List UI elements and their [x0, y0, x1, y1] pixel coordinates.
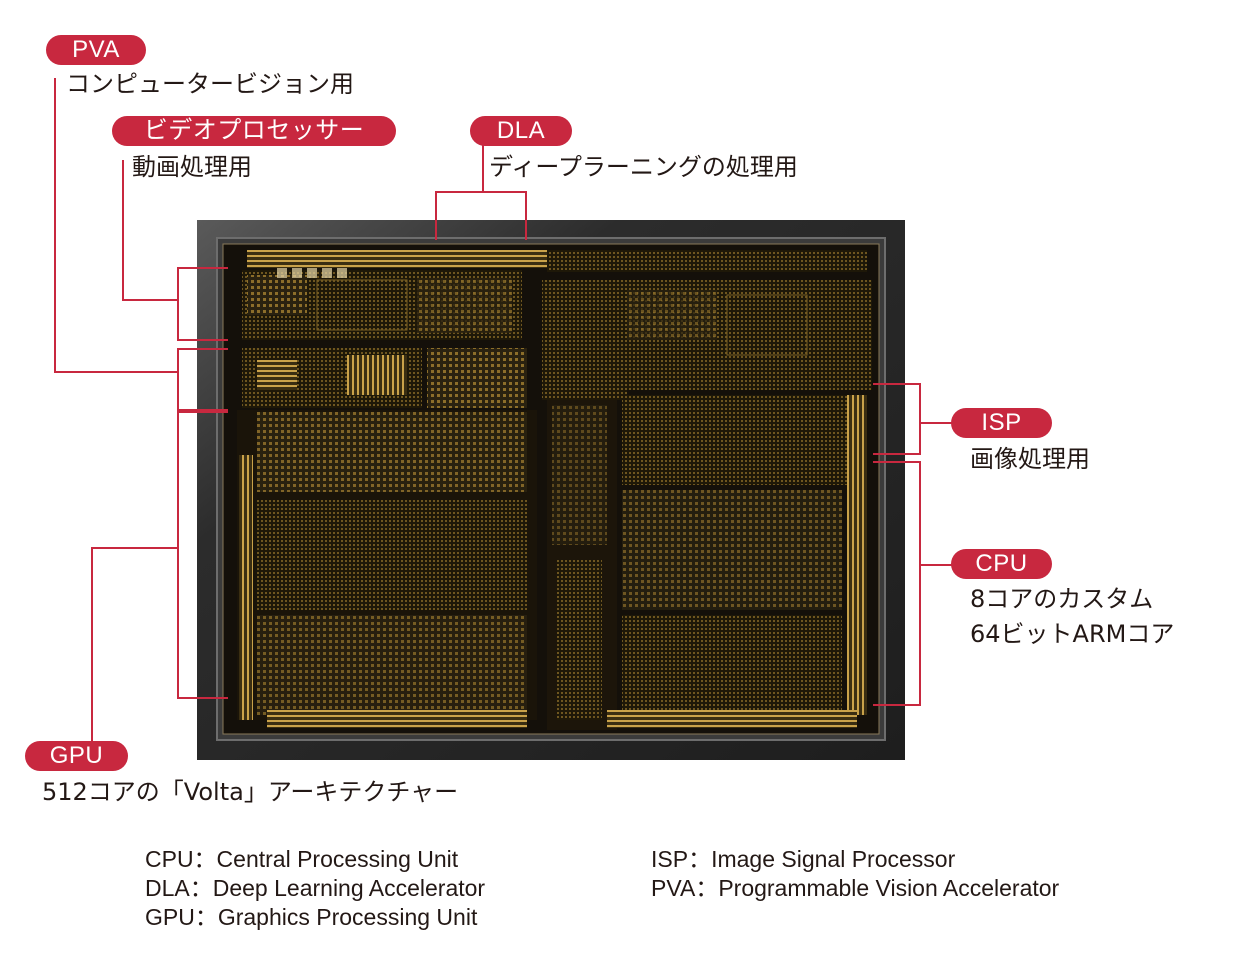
cpu-bracket — [873, 461, 921, 706]
isp-bracket — [873, 383, 921, 455]
gpu-leader-line — [91, 547, 178, 742]
dla-badge: DLA — [470, 116, 572, 146]
pva-bracket — [177, 348, 228, 411]
legend-item-isp: ISP：Image Signal Processor — [651, 846, 956, 872]
gpu-bracket — [177, 411, 228, 699]
legend-item-pva: PVA：Programmable Vision Accelerator — [651, 875, 1060, 901]
gpu-description: 512コアの「Volta」アーキテクチャー — [42, 778, 459, 806]
video-processor-badge: ビデオプロセッサー — [112, 116, 396, 146]
chip-die-image — [197, 220, 905, 760]
cpu-description-line2: 64ビットARMコア — [970, 620, 1175, 648]
pva-description: コンピュータービジョン用 — [66, 70, 354, 98]
video-processor-description: 動画処理用 — [132, 153, 252, 181]
die-graphic — [197, 220, 905, 760]
dla-description: ディープラーニングの処理用 — [489, 153, 798, 181]
video-bracket — [177, 267, 228, 341]
cpu-description-line1: 8コアのカスタム — [970, 585, 1154, 613]
video-leader-line — [122, 160, 178, 301]
dla-bracket — [435, 191, 527, 240]
legend-item-gpu: GPU：Graphics Processing Unit — [145, 904, 478, 930]
gpu-badge: GPU — [25, 741, 128, 771]
legend-item-cpu: CPU：Central Processing Unit — [145, 846, 459, 872]
isp-description: 画像処理用 — [970, 445, 1090, 473]
legend-item-dla: DLA：Deep Learning Accelerator — [145, 875, 486, 901]
pva-badge: PVA — [46, 35, 146, 65]
isp-badge: ISP — [951, 408, 1052, 438]
pva-leader-line — [54, 78, 178, 373]
cpu-badge: CPU — [951, 549, 1052, 579]
